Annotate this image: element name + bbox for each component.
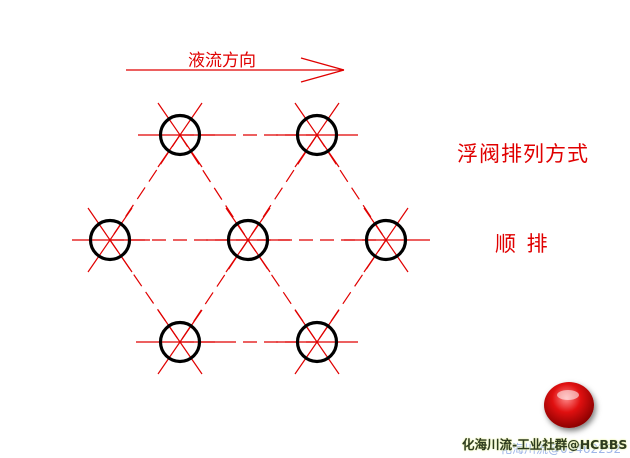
- valve: [87, 207, 133, 273]
- watermark-front: 化海川流-工业社群@HCBBS: [462, 437, 628, 452]
- valve: [157, 309, 203, 375]
- red-round-button-icon[interactable]: [544, 382, 594, 428]
- flow-direction-label: 液流方向: [188, 51, 256, 71]
- button-highlight: [557, 390, 579, 400]
- flow-arrow: [126, 57, 345, 83]
- diagram-title: 浮阀排列方式: [457, 142, 589, 166]
- valve: [294, 102, 340, 168]
- watermark-back: 化海川流@09462232: [500, 442, 622, 456]
- valve: [225, 207, 271, 273]
- valve: [363, 207, 409, 273]
- valve: [294, 309, 340, 375]
- pitch-lines: [109, 134, 387, 343]
- row-extension-lines: [72, 134, 430, 343]
- arrangement-type-label: 顺 排: [495, 232, 550, 256]
- valve: [157, 102, 203, 168]
